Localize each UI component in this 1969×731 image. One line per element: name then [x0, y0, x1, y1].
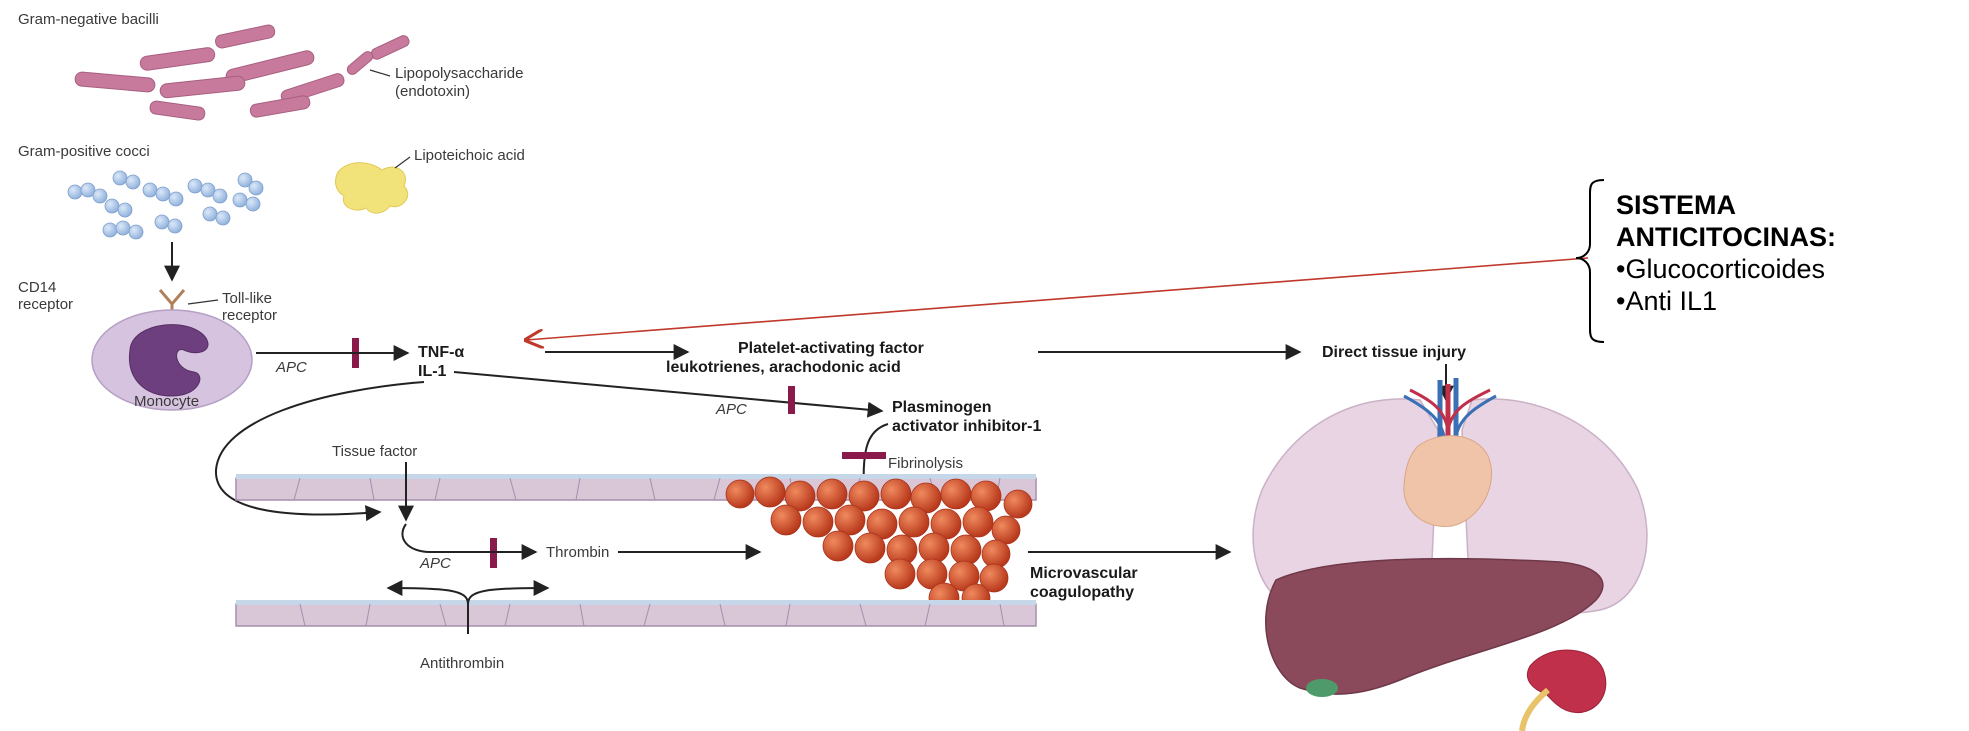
- direct-tissue-injury-label: Direct tissue injury: [1322, 344, 1466, 361]
- leukotrienes-label: leukotrienes, arachodonic acid: [666, 359, 901, 376]
- lower-vessel-wall: [236, 600, 1036, 626]
- coagulopathy-label: coagulopathy: [1030, 584, 1134, 601]
- plasminogen-label: Plasminogen: [892, 399, 992, 416]
- apc-label-3: APC: [419, 555, 451, 572]
- endotoxin-label: (endotoxin): [395, 83, 470, 100]
- sidebar-item-glucocorticoides: •Glucocorticoides: [1616, 254, 1825, 284]
- gram-positive-label: Gram-positive cocci: [18, 143, 150, 160]
- fibrinolysis-inhibitor-bar: [842, 452, 886, 459]
- sidebar-bracket: [1576, 180, 1604, 342]
- gram-positive-cocci: [68, 171, 263, 239]
- sidebar-item-anti-il1: •Anti IL1: [1616, 286, 1717, 316]
- cd14-label: CD14: [18, 279, 56, 296]
- apc-label-2: APC: [715, 401, 747, 418]
- tnf-alpha-label: TNF-α: [418, 344, 464, 361]
- gram-negative-label: Gram-negative bacilli: [18, 11, 159, 28]
- tissue-factor-label: Tissue factor: [332, 443, 417, 460]
- microvascular-label: Microvascular: [1030, 565, 1138, 582]
- paf-label: Platelet-activating factor: [738, 340, 924, 357]
- apc-inhibitor-bar-2: [788, 386, 795, 414]
- lipoteichoic-acid-blob: [336, 163, 408, 213]
- thrombin-label: Thrombin: [546, 544, 609, 561]
- il1-label: IL-1: [418, 363, 447, 380]
- kidney-illustration: [1522, 650, 1606, 731]
- cd14-receptor-label: receptor: [18, 296, 73, 313]
- apc-label-1: APC: [275, 359, 307, 376]
- lipoteichoic-acid-label: Lipoteichoic acid: [414, 147, 525, 164]
- toll-like-label: Toll-like: [222, 290, 272, 307]
- microvascular-clot: [726, 477, 1032, 613]
- antithrombin-label: Antithrombin: [420, 655, 504, 672]
- fibrinolysis-label: Fibrinolysis: [888, 455, 963, 472]
- anticytokine-feedback-arrow: [526, 258, 1588, 340]
- pai1-label: activator inhibitor-1: [892, 418, 1041, 435]
- lipopolysaccharide-label: Lipopolysaccharide: [395, 65, 523, 82]
- sidebar-title-line2: ANTICITOCINAS:: [1616, 222, 1836, 252]
- monocyte-label: Monocyte: [134, 393, 199, 410]
- gram-negative-bacilli: [75, 24, 411, 121]
- toll-receptor-label: receptor: [222, 307, 277, 324]
- sidebar-title-line1: SISTEMA: [1616, 190, 1736, 220]
